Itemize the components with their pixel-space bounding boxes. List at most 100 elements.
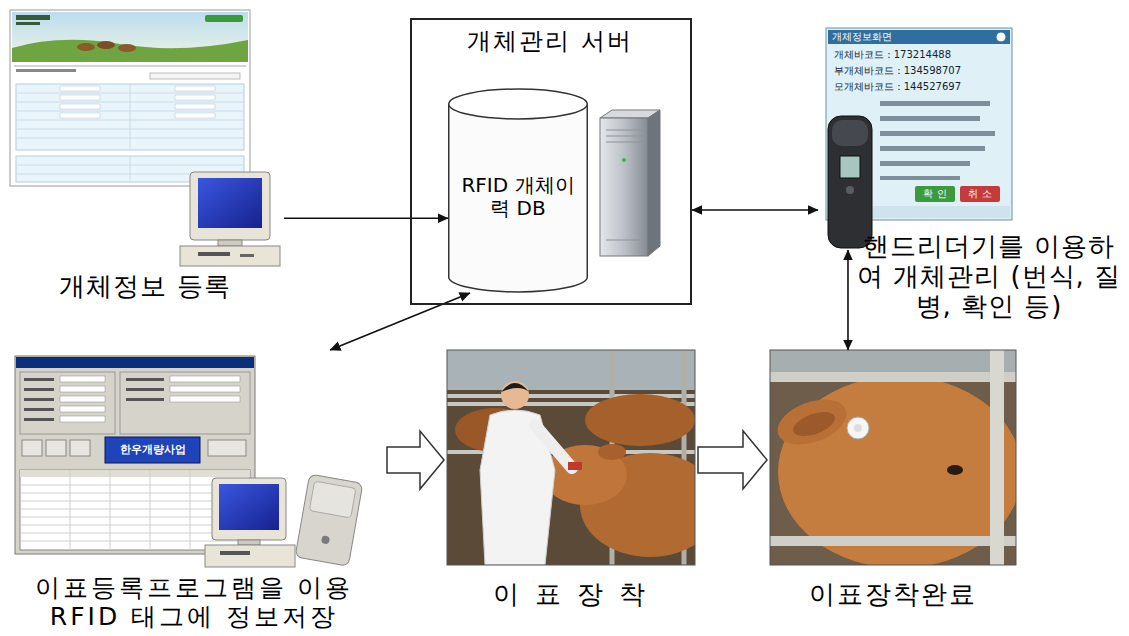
desktop-computer <box>205 478 295 567</box>
screen-titlebar <box>828 30 1010 44</box>
tag-center <box>854 424 862 432</box>
tower-grooves <box>606 130 642 240</box>
page-button <box>205 15 243 22</box>
reader-head <box>832 120 868 146</box>
tagging-photo-image <box>447 350 695 565</box>
server-tower <box>600 110 660 256</box>
tool-button <box>208 440 246 456</box>
writer-light <box>321 535 330 544</box>
screen-text-marks <box>880 101 995 180</box>
rfid-ear-tag <box>847 417 869 439</box>
worker-arm <box>535 425 572 468</box>
screen-field: 개체바코드 : 173214488 <box>834 49 951 61</box>
button-label: 취 소 <box>960 188 1000 200</box>
node-label: 이표장착완료 <box>770 580 1016 610</box>
rfid-writer-device <box>295 474 363 566</box>
writer-panel <box>309 481 356 518</box>
tool-button <box>70 440 90 456</box>
logo-mark <box>16 22 40 25</box>
monitor-stand <box>238 540 260 545</box>
monitor-screen <box>198 178 262 228</box>
screen-title: 개체정보화면 <box>832 31 892 43</box>
monitor-case <box>212 478 286 540</box>
block-arrow <box>698 431 767 489</box>
pc-case <box>205 545 295 567</box>
page-header <box>12 12 248 62</box>
desktop-computer <box>180 172 280 266</box>
connector-arrow <box>284 217 448 219</box>
server-box: 개체관리 서버 RFID 개체이력 DB <box>410 18 692 305</box>
monitor-screen <box>219 484 279 530</box>
grass-hill <box>12 40 248 62</box>
connector-arrow <box>330 293 470 350</box>
tool-button <box>22 440 42 456</box>
search-field <box>150 73 240 79</box>
page-frame <box>10 10 250 186</box>
close-icon <box>996 32 1006 42</box>
table-header <box>20 470 250 477</box>
form-block <box>16 84 244 150</box>
cancel-button <box>960 186 1000 202</box>
reader-body <box>828 116 872 248</box>
reader-display <box>840 156 860 178</box>
tower-side <box>648 110 660 256</box>
barn-roof <box>447 350 695 390</box>
pen-rail <box>770 536 1016 546</box>
pen-post <box>990 350 1004 565</box>
barn-light <box>770 350 1016 372</box>
handheld-reader-device <box>828 116 872 248</box>
cow-figure <box>118 44 136 52</box>
registration-station: 개체정보 등록 <box>4 4 284 310</box>
tag-program-station: 이표등록프로그램을 이용 RFID 태그에 정보저장 <box>4 350 384 635</box>
monitor-case <box>190 172 270 240</box>
program-banner: 한우개량사업 <box>105 443 200 456</box>
cylinder-body <box>449 104 588 292</box>
tag-applicator <box>568 462 582 470</box>
worker-head <box>501 381 529 409</box>
node-label: 이 표 장 착 <box>447 580 695 610</box>
writer-body <box>295 474 363 566</box>
cow-back <box>585 394 695 446</box>
cow-figure <box>97 41 115 49</box>
form-grid <box>16 84 244 150</box>
node-label: 개체관리 서버 <box>440 28 660 56</box>
tower-front <box>600 118 648 256</box>
program-banner-box <box>105 437 200 463</box>
photo-frame <box>447 350 695 565</box>
nav-text-mark <box>16 69 76 72</box>
button-label: 확 인 <box>915 188 955 200</box>
drive-slot <box>198 252 230 256</box>
form-inputs <box>60 86 215 118</box>
monitor-stand <box>218 240 242 246</box>
connector-arrow <box>847 250 849 350</box>
block-arrow <box>387 431 444 489</box>
node-label: 이표등록프로그램을 이용 RFID 태그에 정보저장 <box>4 574 384 632</box>
node-label: 개체정보 등록 <box>20 272 270 302</box>
cow-ear <box>598 444 626 460</box>
tool-button <box>46 440 66 456</box>
window-titlebar <box>16 357 254 368</box>
tagged-photo: 이표장착완료 <box>770 350 1016 620</box>
tagged-photo-image <box>770 350 1016 565</box>
logo-mark <box>16 15 50 20</box>
screen-field: 모개체바코드 : 144527697 <box>834 81 961 93</box>
node-label: 핸드리더기를 이용하여 개체관리 (번식, 질병, 확인 등) <box>855 232 1123 322</box>
worker-hair <box>501 383 529 392</box>
photo-frame <box>770 350 1016 565</box>
field-caption-marks <box>24 378 164 421</box>
cow-figure <box>77 43 95 51</box>
inner-ear <box>790 407 838 441</box>
web-page-screenshot <box>10 10 250 186</box>
reader-button <box>846 186 854 194</box>
screen-field: 부개체바코드 : 134598707 <box>834 65 961 77</box>
connector-arrow <box>692 209 818 211</box>
drive-slot <box>220 551 250 555</box>
database-cylinder: RFID 개체이력 DB <box>448 88 588 293</box>
power-light <box>622 158 626 162</box>
cylinder-top <box>449 89 588 119</box>
node-label: RFID 개체이력 DB <box>458 174 578 220</box>
cow-eye <box>947 465 963 475</box>
ok-button <box>915 186 955 202</box>
tagging-photo: 이 표 장 착 <box>447 350 695 620</box>
cow-ear <box>771 391 852 453</box>
